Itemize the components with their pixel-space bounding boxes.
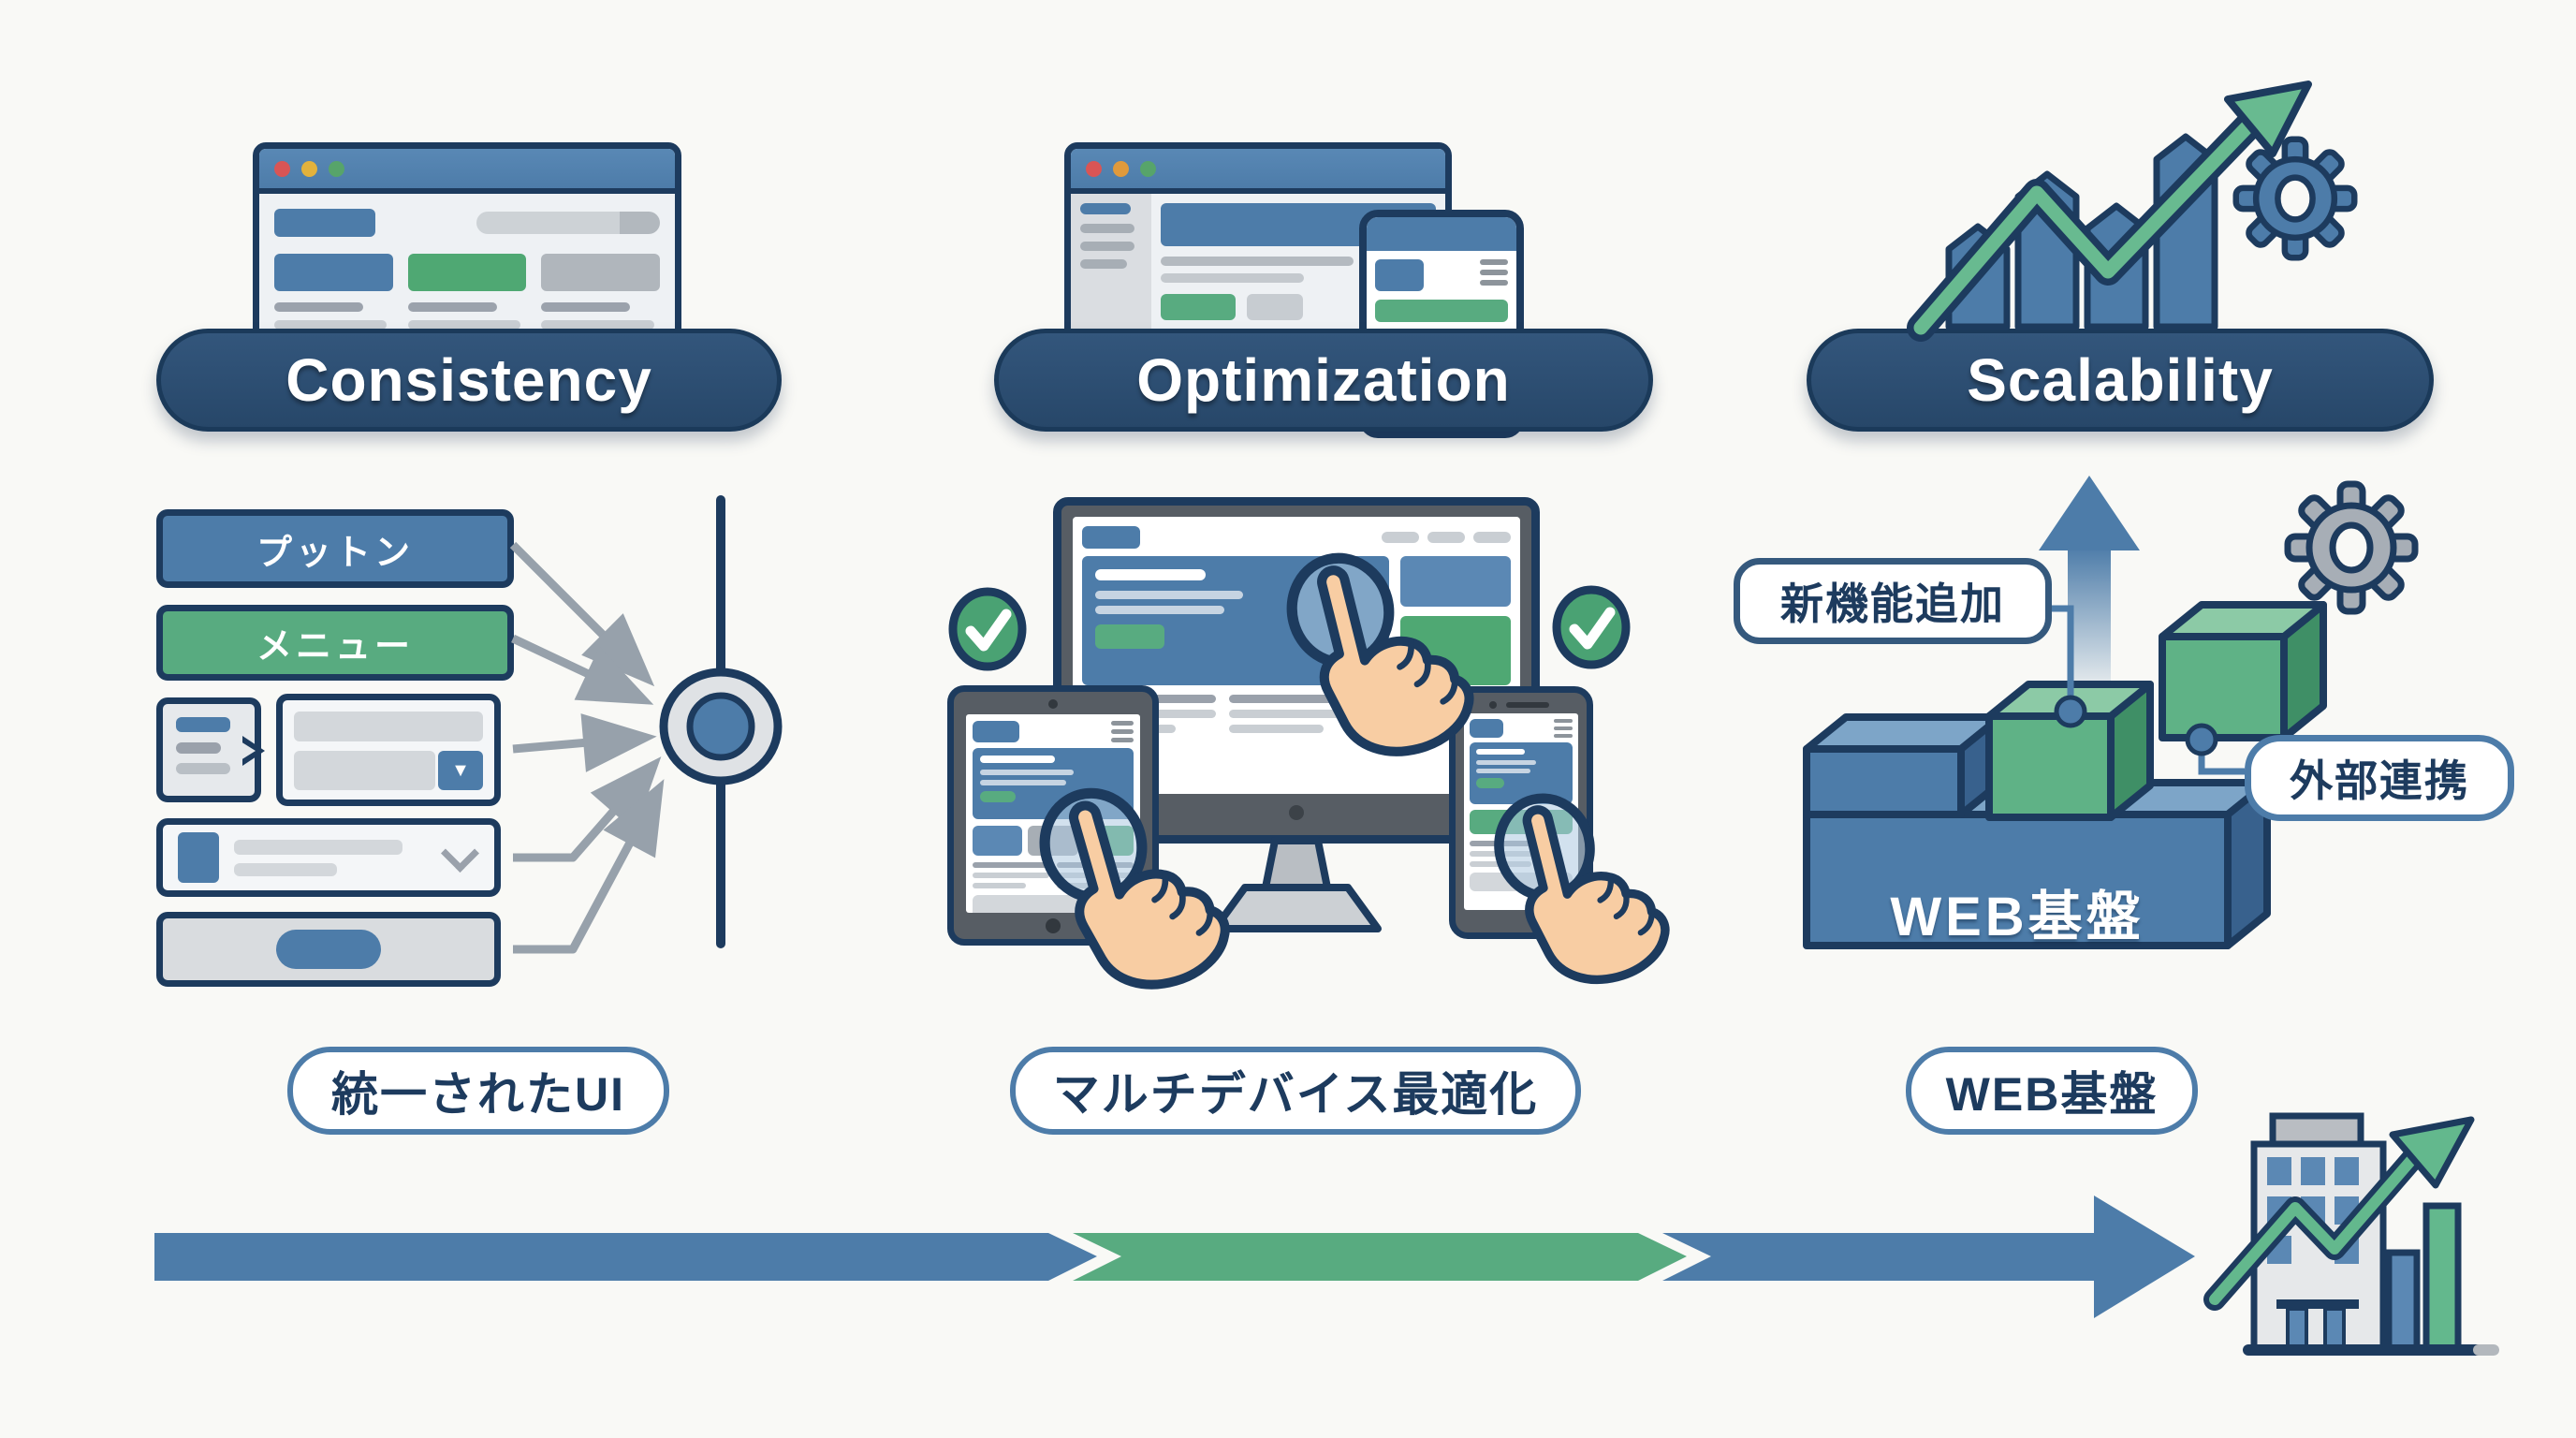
chevron-down-icon	[440, 833, 480, 873]
step-pill-consistency: Consistency	[156, 329, 782, 432]
building-growth-icon	[2203, 1112, 2499, 1356]
blue-button-shape	[274, 209, 375, 237]
up-arrow-icon	[2039, 476, 2140, 550]
tablet-home-button	[1046, 918, 1061, 933]
phone-screen	[1464, 713, 1578, 910]
flow-arrow-blue-2	[1662, 1196, 2195, 1318]
ui-tooltip-dropdown-sample: ▼	[156, 694, 501, 806]
caption-consistency: 統一されたUI	[287, 1047, 669, 1135]
browser-titlebar	[259, 149, 675, 194]
caption-optimization: マルチデバイス最適化	[1010, 1047, 1581, 1135]
flow-arrow	[154, 1196, 2195, 1318]
check-circle-icon-left	[953, 592, 1022, 667]
tablet-camera-dot	[1048, 699, 1058, 709]
step-pill-scalability: Scalability	[1807, 329, 2434, 432]
red-dot-icon	[274, 160, 290, 177]
feature-cube-2	[2159, 633, 2288, 741]
gear-icon-grey	[2288, 484, 2415, 611]
smartphone-icon	[1449, 686, 1593, 939]
tooltip-card	[156, 697, 265, 802]
phone-speaker	[1506, 702, 1549, 708]
callout-new-feature: 新機能追加	[1734, 558, 2052, 644]
callout-connectors	[2039, 605, 2245, 775]
caption-scalability: WEB基盤	[1906, 1047, 2198, 1135]
focus-target-icon	[659, 495, 783, 948]
web-foundation-block-label: WEB基盤	[1890, 887, 2144, 947]
growth-chart-icon	[1907, 81, 2354, 342]
toggle-pill-shape	[276, 930, 381, 969]
check-circle-icon-right	[1557, 590, 1626, 665]
flow-arrow-green	[1073, 1233, 1687, 1281]
browser-content	[259, 194, 675, 342]
tooltip-pointer-icon	[241, 736, 280, 766]
gear-icon-blue	[2236, 139, 2354, 257]
browser-window-icon	[253, 142, 681, 348]
dropdown-arrow-icon: ▼	[438, 751, 483, 790]
feature-cube-1	[1985, 712, 2115, 821]
green-dot-icon	[329, 160, 344, 177]
ui-button-sample: プットン	[156, 509, 514, 588]
ui-list-item-sample	[156, 818, 501, 897]
dropdown-card: ▼	[276, 694, 501, 806]
browser-titlebar-2	[1071, 149, 1445, 194]
callout-external-link: 外部連携	[2245, 735, 2514, 821]
yellow-dot-icon	[301, 160, 317, 177]
bar-blue	[2385, 1249, 2421, 1354]
ui-menu-sample: メニュー	[156, 605, 514, 681]
connector-dot-2	[2185, 723, 2218, 756]
tablet-icon	[947, 685, 1159, 946]
ui-toggle-sample	[156, 912, 501, 987]
monitor-chin	[1073, 794, 1520, 831]
thumbnail-shape	[178, 832, 219, 883]
bar-green	[2422, 1202, 2462, 1354]
card-green	[407, 254, 527, 342]
connector-dot-1	[2054, 695, 2087, 728]
phone-camera-dot	[1489, 701, 1497, 709]
step-pill-optimization: Optimization	[994, 329, 1653, 432]
flow-arrow-blue-1	[154, 1233, 1097, 1281]
converge-arrows-icon	[509, 541, 665, 954]
tablet-screen	[966, 714, 1140, 913]
monitor-stand	[1211, 837, 1382, 932]
grey-pill-shape	[476, 212, 660, 234]
